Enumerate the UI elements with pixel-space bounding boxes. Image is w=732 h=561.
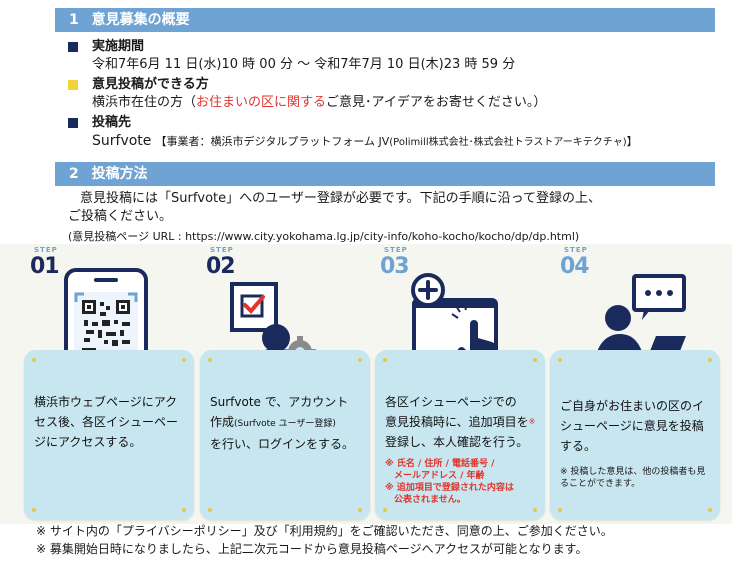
step-3-mark: ※ (528, 417, 536, 426)
step-4-text: ご自身がお住まいの区のイシューページに意見を投稿する。 (560, 399, 705, 453)
period-value: 令和7年6月 11 日(水)10 時 00 分 ～ 令和7年7月 10 日(木)… (92, 57, 516, 72)
step-1-text: 横浜市ウェブページにアクセス後、各区イシューページにアクセスする。 (34, 395, 179, 449)
period-item: 実施期間 令和7年6月 11 日(水)10 時 00 分 ～ 令和7年7月 10… (68, 38, 718, 74)
step-2-line-a: Surfvote で、アカウント (210, 395, 349, 409)
destination-label: 投稿先 (92, 115, 132, 130)
card-dot (383, 358, 387, 362)
card-dot (182, 508, 186, 512)
step-3-card: 各区イシューページでの 意見投稿時に、追加項目を※ 登録し、本人確認を行う。 ※… (375, 350, 545, 520)
step-3-line-c: 登録し、本人確認を行う。 (385, 435, 529, 449)
step-number: 01 (30, 254, 60, 279)
step-number: 03 (380, 254, 410, 279)
eligibility-highlight: お住まいの区に関する (196, 95, 327, 110)
step-2-card: Surfvote で、アカウント 作成(Surfvote ユーザー登録) を行い… (200, 350, 370, 520)
step-2-line-c: を行い、ログインをする。 (210, 437, 355, 451)
footnote-privacy: ※ サイト内の「プライバシーポリシー」及び「利用規約」をご確認いただき、同意の上… (36, 524, 613, 538)
card-dot (182, 358, 186, 362)
section-1-title: 意見募集の概要 (91, 12, 190, 28)
card-dot (208, 358, 212, 362)
step-2-create: 作成 (210, 415, 235, 429)
service-name: Surfvote (92, 133, 152, 149)
step-3-note-a: ※ 氏名 / 住所 / 電話番号 / (385, 459, 495, 469)
card-dot (358, 508, 362, 512)
eligibility-suffix: ご意見･アイデアをお寄せください。） (326, 95, 547, 110)
step-label: STEP (210, 246, 234, 254)
card-dot (32, 358, 36, 362)
card-dot (533, 508, 537, 512)
step-3-note-c: ※ 追加項目で登録された内容は (385, 483, 514, 493)
destination-item: 投稿先 Surfvote 【事業者：横浜市デジタルプラットフォーム JV(Pol… (68, 114, 718, 152)
period-label: 実施期間 (92, 39, 145, 54)
url-line[interactable]: (意見投稿ページ URL : https://www.city.yokohama… (68, 230, 580, 243)
step-2-line-b: 作成(Surfvote ユーザー登録) (210, 412, 362, 434)
card-dot (32, 508, 36, 512)
step-3-text: 各区イシューページでの 意見投稿時に、追加項目を※ 登録し、本人確認を行う。 (385, 392, 537, 452)
eligibility-value: 横浜市在住の方（お住まいの区に関するご意見･アイデアをお寄せください。） (92, 94, 546, 112)
step-4-note: ※ 投稿した意見は、他の投稿者も見ることができます。 (560, 467, 706, 489)
step-label: STEP (34, 246, 58, 254)
step-number: 02 (206, 254, 236, 279)
square-bullet-icon (68, 42, 78, 52)
step-number: 04 (560, 254, 590, 279)
card-dot (558, 358, 562, 362)
eligibility-prefix: 横浜市在住の方（ (92, 95, 197, 110)
operator-companies: (Polimill株式会社･株式会社トラストアーキテクチャ) (389, 137, 627, 148)
intro-line-2: ご投稿ください。 (68, 209, 173, 224)
step-2-registration-note: (Surfvote ユーザー登録) (234, 419, 336, 429)
intro-line-1: 意見投稿には「Surfvote」へのユーザー登録が必要です。下記の手順に沿って登… (80, 191, 601, 206)
step-3-note-d: 公表されません。 (385, 495, 466, 505)
eligibility-label: 意見投稿ができる方 (92, 77, 209, 92)
card-dot (708, 508, 712, 512)
square-bullet-icon (68, 118, 78, 128)
step-3-note: ※ 氏名 / 住所 / 電話番号 / メールアドレス / 年齢 ※ 追加項目で登… (385, 458, 539, 506)
operator-name: 【事業者：横浜市デジタルプラットフォーム JV (155, 135, 390, 148)
card-dot (358, 358, 362, 362)
step-3-line-a: 各区イシューページでの (385, 395, 517, 409)
card-dot (208, 508, 212, 512)
section-2-title: 投稿方法 (91, 166, 148, 182)
section-1-banner: 1 意見募集の概要 (55, 8, 715, 32)
card-dot (558, 508, 562, 512)
step-label: STEP (564, 246, 588, 254)
eligibility-item: 意見投稿ができる方 横浜市在住の方（お住まいの区に関するご意見･アイデアをお寄せ… (68, 76, 718, 112)
card-dot (533, 358, 537, 362)
step-3-note-b: メールアドレス / 年齢 (385, 471, 485, 481)
operator-close: 】 (626, 135, 638, 148)
square-bullet-icon (68, 80, 78, 90)
footnote-access: ※ 募集開始日時になりましたら、上記二次元コードから意見投稿ページへアクセスが可… (36, 542, 588, 556)
card-dot (383, 508, 387, 512)
card-dot (708, 358, 712, 362)
section-2-number: 2 (69, 166, 79, 182)
section-1-number: 1 (69, 12, 79, 28)
step-label: STEP (384, 246, 408, 254)
step-4-card: ご自身がお住まいの区のイシューページに意見を投稿する。 ※ 投稿した意見は、他の… (550, 350, 720, 520)
step-2-text: Surfvote で、アカウント 作成(Surfvote ユーザー登録) を行い… (210, 392, 362, 454)
step-1-card: 横浜市ウェブページにアクセス後、各区イシューページにアクセスする。 (24, 350, 194, 520)
step-3-line-b: 意見投稿時に、追加項目を※ (385, 412, 537, 432)
destination-value: Surfvote 【事業者：横浜市デジタルプラットフォーム JV(Polimil… (92, 132, 638, 152)
step-3-line-b-text: 意見投稿時に、追加項目を (385, 415, 529, 429)
section-2-banner: 2 投稿方法 (55, 162, 715, 186)
